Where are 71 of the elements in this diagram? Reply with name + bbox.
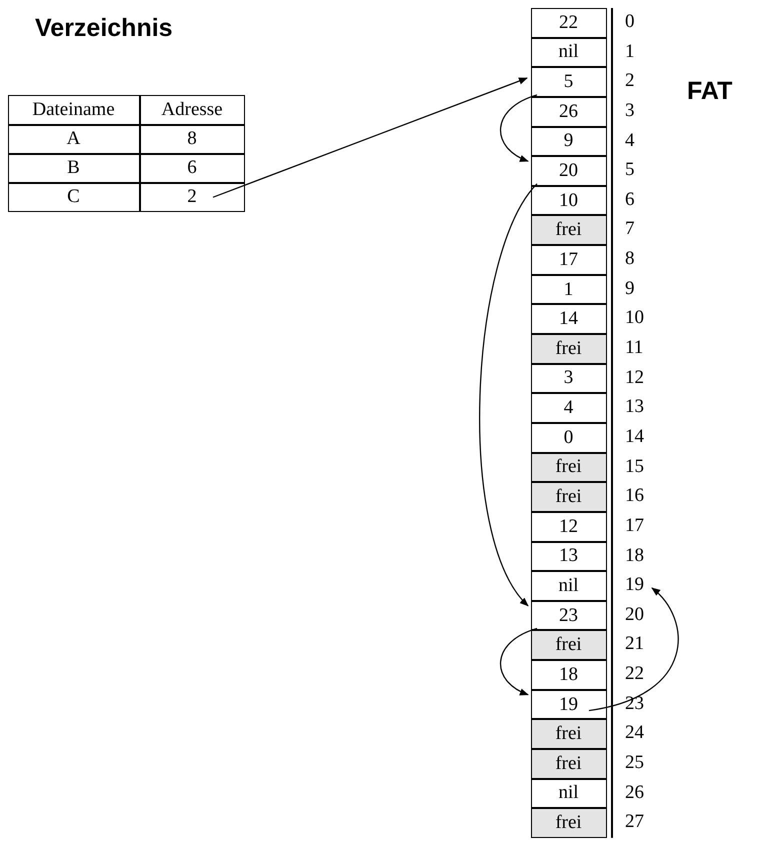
fat-entry-cell: 26: [530, 96, 606, 127]
fat-entry-cell: 22: [530, 8, 606, 38]
fat-entry-cell: nil: [530, 778, 606, 808]
heading: Verzeichnis: [35, 14, 173, 43]
fat-entry-cell: 5: [530, 67, 606, 97]
row-index: 7: [625, 218, 634, 240]
fat-entry-cell: 13: [530, 542, 606, 572]
table-cell: 8: [140, 124, 244, 154]
fat-entry-cell: frei: [530, 808, 606, 838]
row-index: 15: [625, 456, 644, 478]
fat-entry-cell: 9: [530, 126, 606, 156]
fat-entry-cell: 18: [530, 660, 606, 690]
row-index: 9: [625, 278, 634, 300]
row-index: 20: [625, 604, 644, 626]
arrow: [500, 628, 538, 696]
row-index: 25: [625, 752, 644, 774]
fat-entry-cell: frei: [530, 482, 606, 512]
fat-entry-cell: frei: [530, 334, 606, 364]
table-cell: 6: [140, 154, 244, 183]
fat-entry-cell: frei: [530, 452, 606, 482]
table-cell: C: [8, 182, 140, 212]
column-header: Adresse: [140, 95, 244, 124]
fat-entry-cell: frei: [530, 749, 606, 779]
row-index: 23: [625, 692, 644, 715]
row-index: 27: [625, 811, 644, 834]
fat-entry-cell: 4: [530, 393, 606, 423]
arrow: [212, 78, 528, 198]
row-index: 19: [625, 574, 644, 596]
arrow: [588, 587, 679, 712]
fat-entry-cell: 10: [530, 186, 606, 216]
fat-entry-cell: 20: [530, 156, 606, 186]
row-index: 12: [625, 366, 644, 389]
fat-entry-cell: nil: [530, 38, 606, 68]
table-cell: B: [8, 154, 140, 183]
table-cell: A: [8, 124, 140, 154]
fat-entry-cell: 0: [530, 422, 606, 453]
row-index: 13: [625, 396, 644, 418]
row-index: 4: [625, 130, 634, 152]
fat-entry-cell: frei: [530, 215, 606, 246]
column-header: Dateiname: [8, 95, 140, 124]
fat-entry-cell: frei: [530, 630, 606, 660]
row-index: 22: [625, 663, 644, 686]
fat-entry-cell: 1: [530, 274, 606, 304]
row-index: 18: [625, 544, 644, 567]
row-index: 6: [625, 188, 634, 211]
row-index: 14: [625, 426, 644, 448]
row-index: 21: [625, 633, 644, 656]
arrow: [479, 183, 538, 606]
fat-entry-cell: 23: [530, 600, 606, 630]
row-index: 24: [625, 722, 644, 744]
fat-entry-cell: nil: [530, 571, 606, 601]
fat-entry-cell: 14: [530, 304, 606, 334]
row-index: 2: [625, 70, 634, 92]
table-cell: 2: [140, 182, 244, 212]
row-index: 3: [625, 100, 634, 122]
arrow: [500, 94, 538, 162]
fat-entry-cell: 3: [530, 364, 606, 394]
fat-entry-cell: frei: [530, 719, 606, 749]
row-index: 0: [625, 11, 634, 33]
row-index: 11: [625, 337, 644, 360]
row-index: 17: [625, 514, 644, 537]
row-index: 16: [625, 485, 644, 508]
row-index: 26: [625, 782, 644, 804]
row-index: 1: [625, 40, 634, 63]
heading: FAT: [687, 77, 732, 106]
row-index: 10: [625, 307, 644, 330]
row-index: 5: [625, 159, 634, 182]
fat-entry-cell: 19: [530, 690, 606, 720]
fat-entry-cell: 12: [530, 512, 606, 542]
row-index: 8: [625, 248, 634, 270]
fat-entry-cell: 17: [530, 245, 606, 275]
